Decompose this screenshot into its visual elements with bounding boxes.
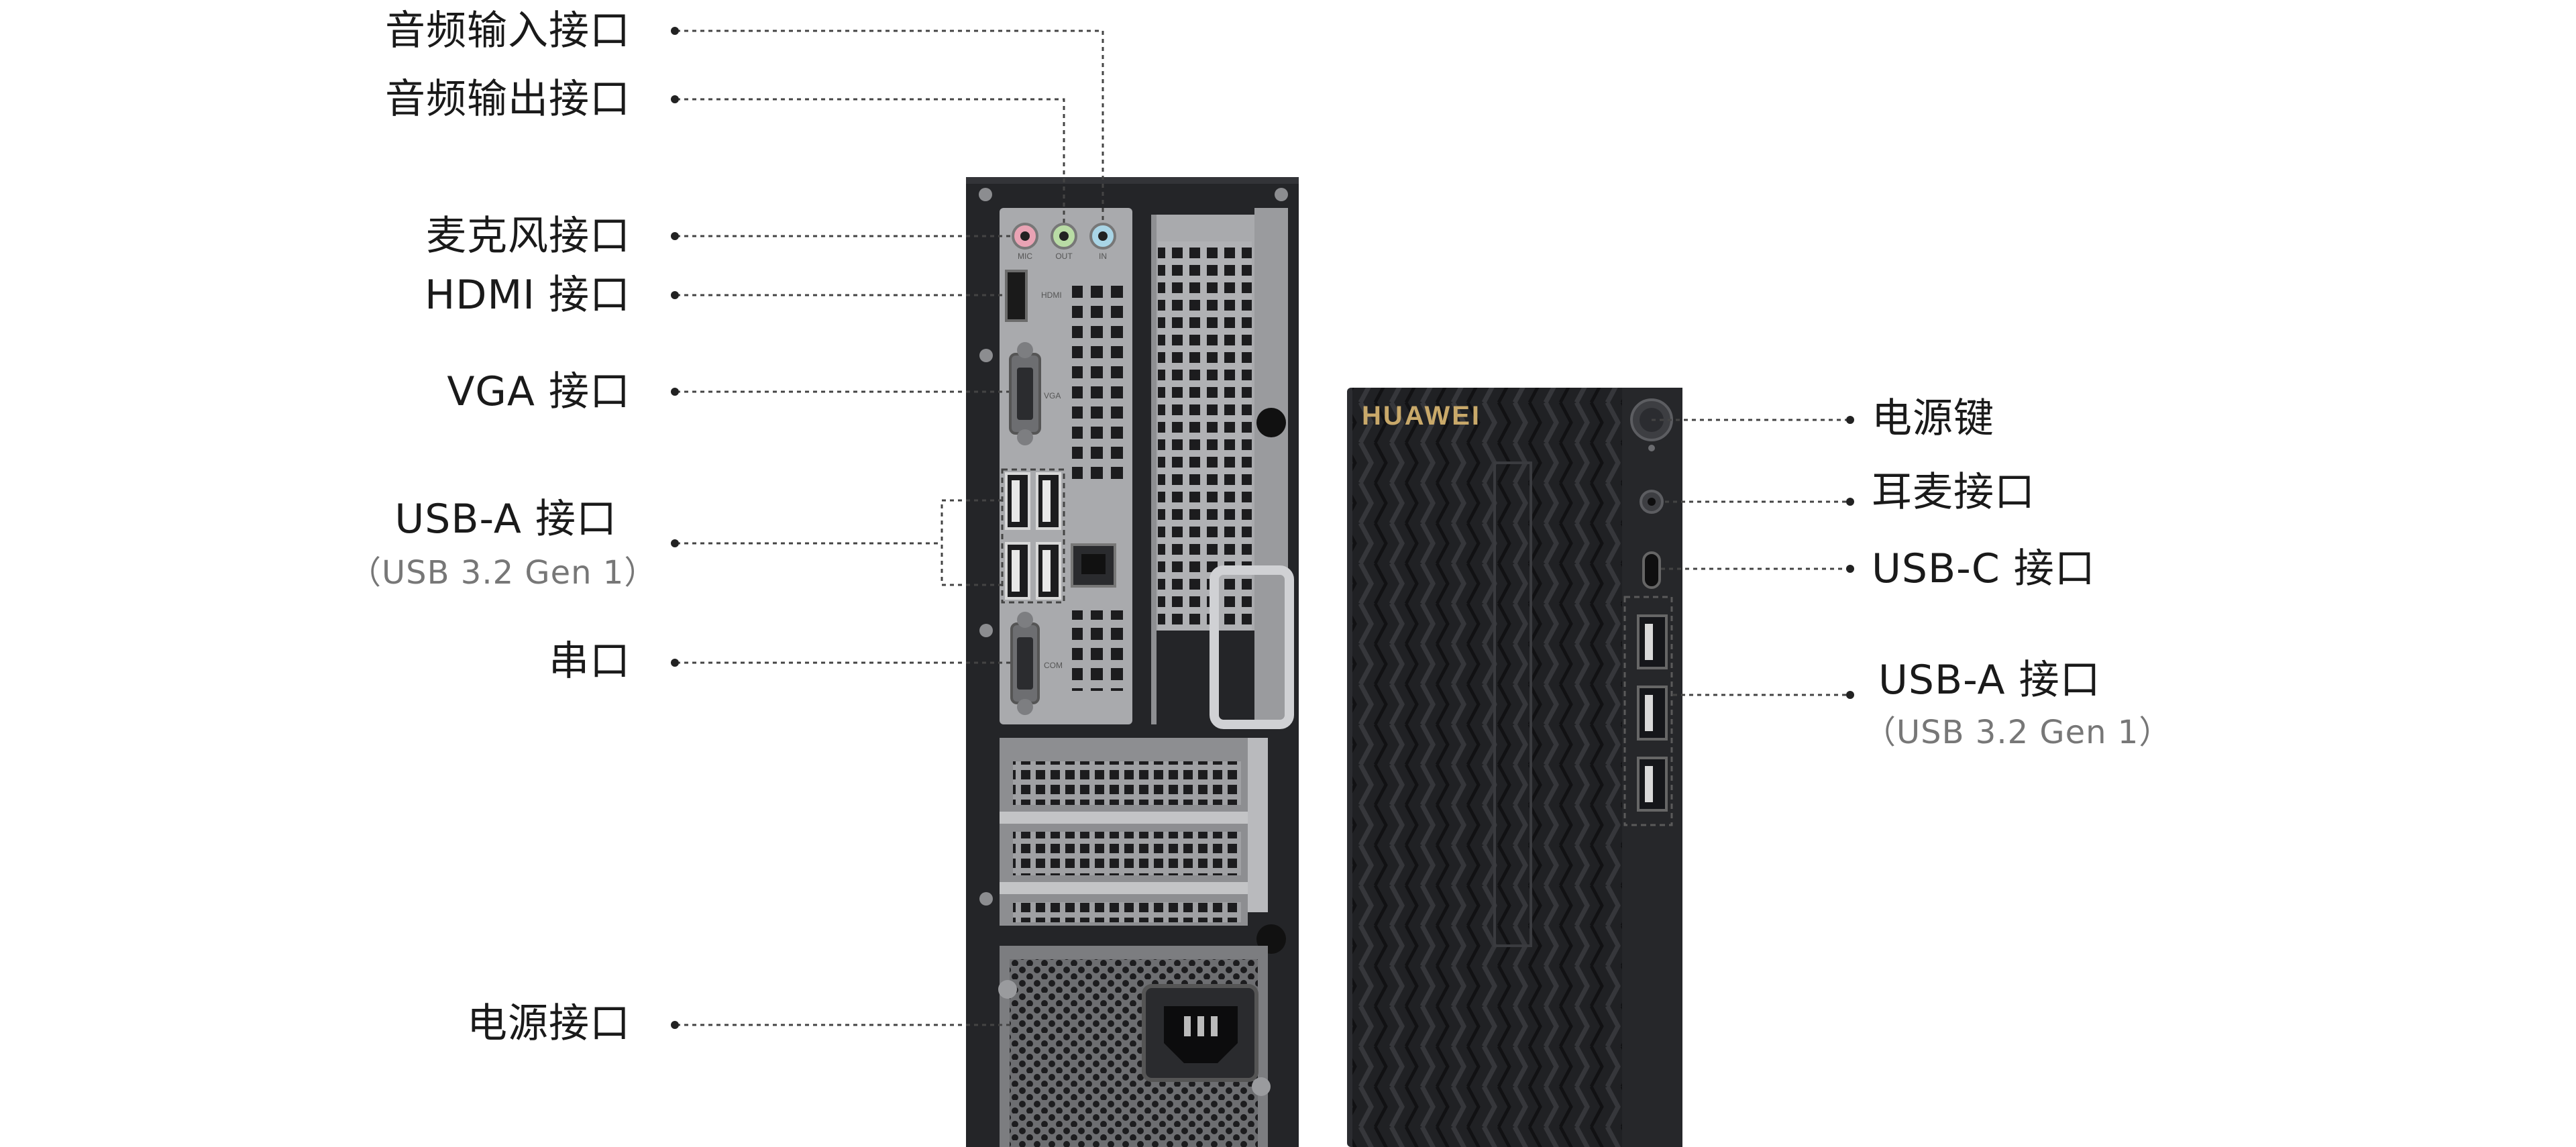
rear-chassis — [966, 177, 1299, 1147]
ethernet-port — [1071, 543, 1116, 588]
label-audio-out: 音频输出接口 — [385, 76, 631, 123]
label-usb-a-rear-spec: （USB 3.2 Gen 1） — [349, 554, 657, 592]
label-vga: VGA 接口 — [447, 368, 631, 415]
rear-usb-ports — [1001, 468, 1065, 604]
mark-com: COM — [1044, 661, 1063, 670]
label-usb-a-front-spec: （USB 3.2 Gen 1） — [1864, 714, 2172, 751]
label-power-button: 电源键 — [1872, 395, 1994, 442]
label-mic: 麦克风接口 — [426, 213, 631, 260]
hdmi-port: HDMI — [1005, 270, 1062, 322]
leader-dots — [671, 27, 1854, 1029]
label-power-rear: 电源接口 — [467, 1000, 631, 1047]
serial-port: COM — [1010, 612, 1063, 715]
front-chassis — [1347, 388, 1682, 1147]
headset-jack — [1640, 490, 1664, 514]
mark-mic: MIC — [1018, 252, 1032, 261]
brand-logo: HUAWEI — [1362, 401, 1481, 431]
label-hdmi: HDMI 接口 — [425, 272, 631, 319]
mark-vga: VGA — [1044, 391, 1061, 400]
label-usb-c: USB-C 接口 — [1872, 545, 2096, 592]
mark-out: OUT — [1055, 252, 1073, 261]
front-usb-c — [1642, 551, 1661, 589]
vga-port: VGA — [1009, 342, 1061, 445]
label-usb-a-rear: USB-A 接口 — [394, 496, 617, 543]
mark-hdmi: HDMI — [1041, 290, 1062, 300]
label-serial: 串口 — [549, 638, 631, 685]
audio-jacks: MIC OUT IN — [1012, 223, 1116, 261]
leader-lines — [676, 30, 1849, 1026]
mark-in: IN — [1099, 252, 1107, 261]
label-headset: 耳麦接口 — [1872, 469, 2035, 516]
label-audio-in: 音频输入接口 — [385, 7, 631, 54]
front-usb-a-ports — [1623, 596, 1673, 826]
label-usb-a-front: USB-A 接口 — [1878, 657, 2101, 704]
